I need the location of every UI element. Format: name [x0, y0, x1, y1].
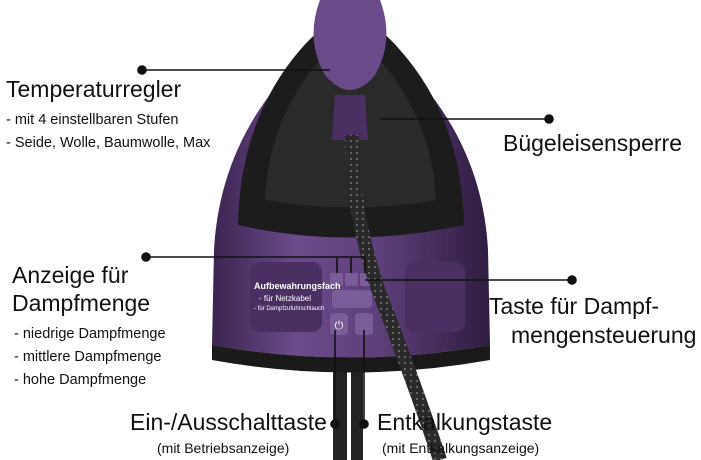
storage-compartment: [250, 262, 322, 332]
storage-label: Aufbewahrungsfach: [254, 281, 341, 291]
steam-led-low: [330, 273, 343, 286]
steam-button-title: Taste für Dampf-: [489, 293, 659, 319]
temp-item: - Seide, Wolle, Baumwolle, Max: [6, 135, 211, 151]
steam-button-title: mengensteuerung: [511, 322, 697, 348]
power-button[interactable]: [330, 313, 348, 335]
descale-title: Entkalkungstaste: [377, 409, 553, 435]
steam-display-item: - niedrige Dampfmenge: [14, 326, 166, 342]
steam-display-title: Anzeige für: [12, 262, 129, 288]
storage-item: - für Netzkabel: [259, 294, 312, 303]
steam-display-title: Dampfmenge: [12, 290, 151, 316]
temperature-dial: [313, 0, 387, 90]
power-title: Ein-/Ausschalttaste: [130, 409, 327, 435]
steam-display-item: - mittlere Dampfmenge: [14, 349, 162, 365]
steam-display-item: - hohe Dampfmenge: [14, 372, 147, 388]
temp-title: Temperaturregler: [6, 76, 182, 102]
power-sub: (mit Betriebsanzeige): [157, 440, 290, 456]
steam-led-mid: [345, 273, 358, 286]
iron-lock: [332, 95, 368, 140]
power-icon: ⏻: [335, 320, 344, 332]
steam-control-button[interactable]: [332, 290, 372, 308]
descale-button[interactable]: [355, 313, 373, 335]
temp-item: - mit 4 einstellbaren Stufen: [6, 112, 179, 128]
lock-title: Bügeleisensperre: [503, 130, 683, 156]
leader-lines: [137, 65, 577, 429]
descale-sub: (mit Entkalkungsanzeige): [382, 440, 540, 456]
storage-item: - für Dampfzufuhrschlauch: [254, 306, 325, 312]
steam-hose: [345, 134, 447, 460]
